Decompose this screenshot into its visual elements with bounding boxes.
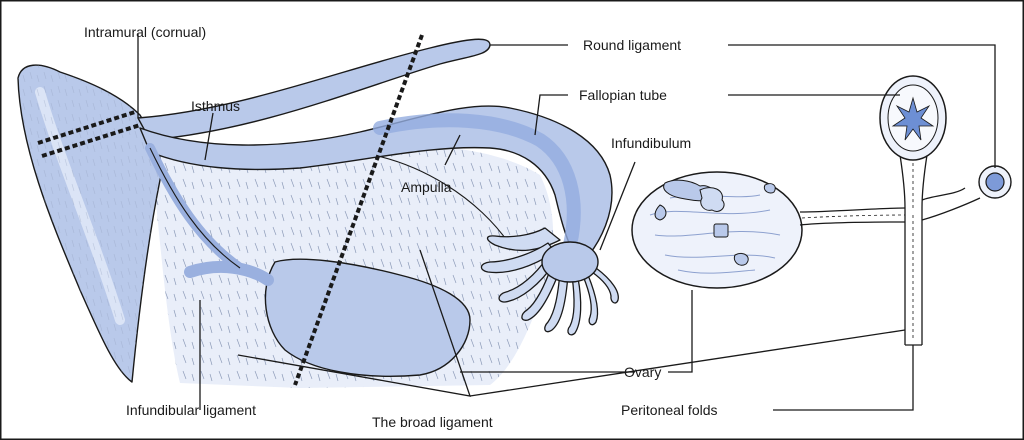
label-ovary: Ovary xyxy=(624,364,661,380)
label-infundibulum: Infundibulum xyxy=(611,135,691,151)
label-broad-ligament: The broad ligament xyxy=(372,414,493,430)
cross-section xyxy=(632,76,1011,345)
label-round-ligament: Round ligament xyxy=(583,37,681,53)
label-infundibular-ligament: Infundibular ligament xyxy=(126,402,256,418)
label-isthmus: Isthmus xyxy=(191,98,240,114)
label-ampulla: Ampulla xyxy=(401,179,452,195)
uterus-hatching xyxy=(18,65,161,382)
label-fallopian-tube: Fallopian tube xyxy=(579,87,667,103)
label-peritoneal-folds: Peritoneal folds xyxy=(621,402,718,418)
label-intramural: Intramural (cornual) xyxy=(84,24,206,40)
infundibulum-mouth xyxy=(542,242,598,282)
